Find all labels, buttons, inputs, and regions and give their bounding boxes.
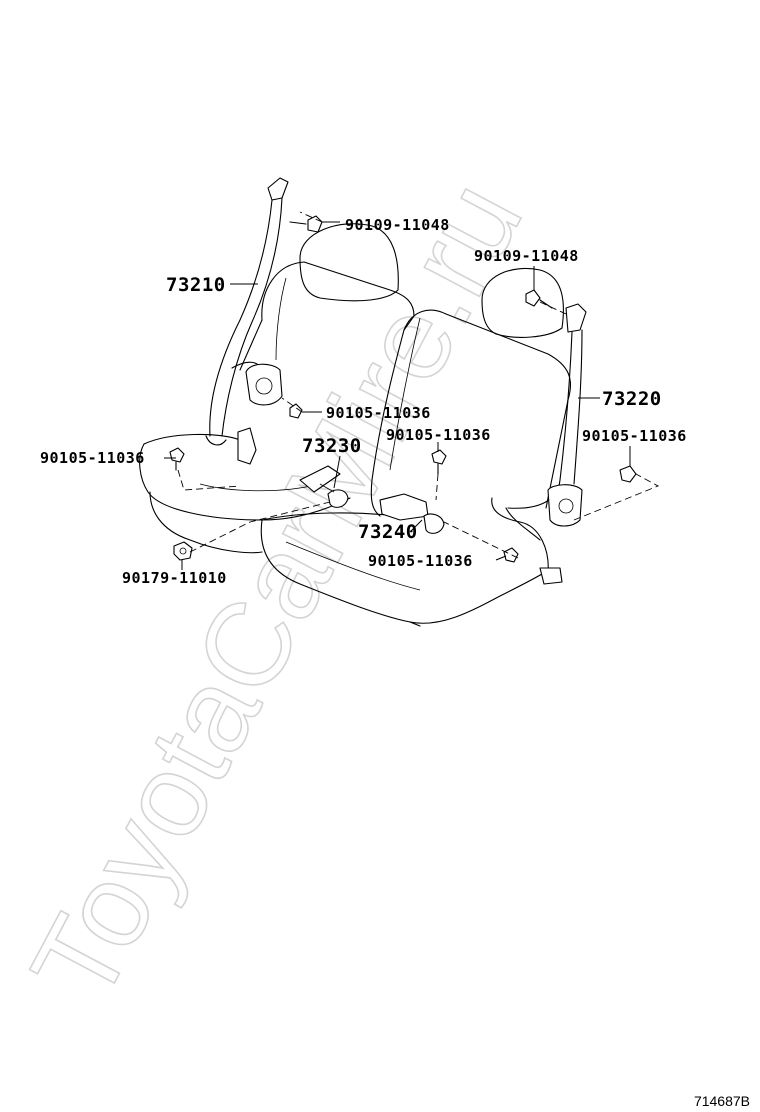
buckle-center bbox=[379, 493, 445, 534]
seat-belt-left bbox=[205, 177, 289, 465]
label-belt-right: 73220 bbox=[602, 388, 662, 410]
label-buckle-left: 73230 bbox=[302, 435, 362, 457]
label-bolt-floor-left: 90105-11036 bbox=[40, 449, 145, 467]
label-bolt-retractor-left: 90105-11036 bbox=[326, 404, 431, 422]
label-bolt-center-floor: 90105-11036 bbox=[386, 426, 491, 444]
nut-icon bbox=[173, 541, 193, 561]
label-bolt-right-side: 90105-11036 bbox=[582, 427, 687, 445]
retractor-left bbox=[245, 363, 283, 406]
buckle-left bbox=[299, 465, 349, 508]
label-bolt-top-left: 90109-11048 bbox=[345, 216, 450, 234]
assembly-lines bbox=[177, 211, 660, 559]
label-bolt-center-lower: 90105-11036 bbox=[368, 552, 473, 570]
seat-belt-right bbox=[491, 303, 587, 585]
retractor-right bbox=[547, 484, 583, 527]
label-bolt-top-right: 90109-11048 bbox=[474, 247, 579, 265]
label-nut-left: 90179-11010 bbox=[122, 569, 227, 587]
label-buckle-center: 73240 bbox=[358, 521, 418, 543]
watermark: ToyotaCarMire.ru bbox=[6, 161, 547, 1022]
leader-lines bbox=[164, 221, 631, 570]
label-belt-left: 73210 bbox=[166, 274, 226, 296]
seat-outline bbox=[139, 223, 572, 627]
reference-number: 714687B bbox=[694, 1093, 750, 1109]
